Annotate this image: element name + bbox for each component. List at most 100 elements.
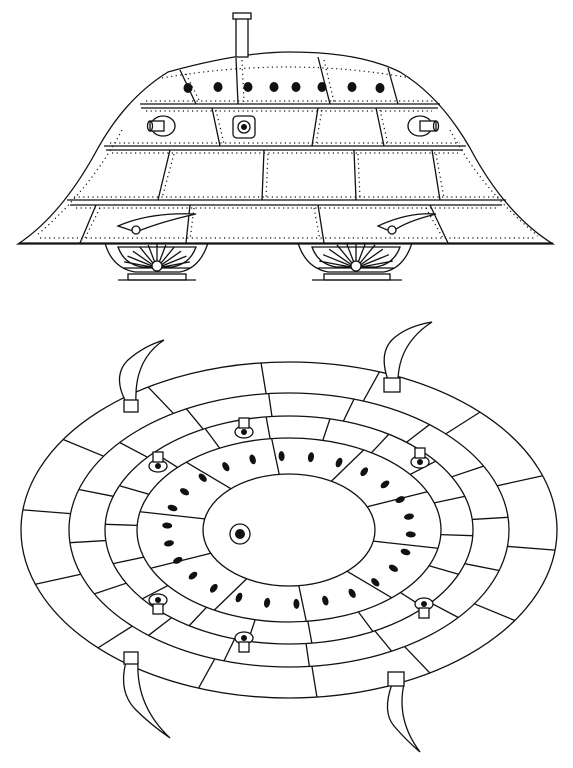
gun-mount	[148, 451, 168, 473]
plate-seam	[451, 465, 484, 478]
plate-seam	[430, 602, 459, 619]
side-portholes	[183, 82, 385, 93]
plate-seam	[267, 393, 273, 417]
plate-seam	[213, 578, 248, 611]
gun-port-right	[407, 115, 440, 137]
plate-seam	[374, 630, 393, 652]
porthole	[404, 513, 414, 520]
plate-seam	[434, 495, 465, 504]
plate-seam	[223, 638, 236, 662]
wheel-spokes	[123, 244, 191, 272]
porthole	[307, 452, 315, 463]
porthole	[198, 473, 207, 482]
plate-seam	[472, 516, 509, 521]
wheel-assembly-right	[297, 241, 413, 281]
gun-mount	[148, 593, 168, 615]
plan-scythe-bottom-right	[386, 671, 421, 753]
porthole	[347, 82, 357, 92]
plate-seam	[139, 511, 205, 520]
plate-seam	[307, 621, 313, 644]
plan-scythe-top-right	[383, 321, 433, 393]
gun-mount	[234, 631, 254, 653]
porthole	[375, 83, 385, 93]
plate-seam	[497, 475, 543, 487]
porthole	[388, 564, 398, 572]
porthole	[173, 556, 183, 564]
plate-seam	[105, 523, 138, 527]
side-scythe-right	[376, 213, 437, 235]
smokestack	[232, 12, 252, 58]
plate-joints	[79, 56, 449, 244]
gun-mount	[234, 417, 254, 439]
wheel-base-plate	[323, 273, 391, 281]
central-hatch	[229, 523, 251, 545]
side-elevation-view	[15, 12, 556, 281]
plate-seam	[330, 449, 365, 482]
rivet-rows	[35, 66, 539, 239]
plate-seam	[428, 565, 459, 575]
porthole	[263, 597, 271, 608]
porthole	[348, 588, 356, 598]
second-ring	[68, 392, 510, 668]
porthole	[360, 467, 369, 477]
third-ring	[104, 415, 474, 645]
gun-port-left	[146, 115, 176, 137]
porthole	[209, 583, 218, 593]
porthole	[371, 578, 380, 587]
plate-seam	[305, 643, 311, 667]
plate-seam	[440, 533, 473, 537]
plate-seam	[357, 611, 374, 632]
porthole	[188, 571, 198, 580]
porthole	[167, 504, 178, 512]
plate-seam	[197, 658, 216, 689]
wheel-base-plate	[127, 273, 187, 281]
plate-seam	[298, 585, 307, 622]
plate-seam	[69, 539, 106, 544]
plate-seam	[260, 362, 267, 394]
plate-seam	[362, 371, 381, 402]
plate-seam	[322, 418, 331, 441]
porthole	[269, 82, 279, 92]
plate-seam	[119, 441, 148, 458]
porthole	[335, 457, 343, 468]
plate-seam	[404, 646, 431, 674]
plate-seam	[373, 540, 439, 549]
plate-seam	[346, 570, 393, 599]
plate-seam	[62, 438, 104, 457]
porthole	[291, 82, 301, 92]
plate-seam	[371, 433, 390, 454]
outer-rim	[20, 361, 558, 699]
plate-seam	[94, 582, 127, 595]
plate-seam	[185, 408, 204, 430]
plate-seam	[113, 556, 144, 565]
plate-seam	[22, 509, 71, 515]
plate-seam	[188, 606, 207, 627]
porthole	[183, 83, 193, 93]
porthole	[235, 592, 243, 603]
plate-seam	[78, 488, 114, 497]
plate-seam	[35, 573, 81, 585]
porthole	[395, 496, 405, 504]
plan-portholes	[162, 451, 416, 609]
porthole	[249, 454, 256, 465]
porthole	[278, 451, 285, 462]
plan-scythe-bottom-left	[122, 651, 171, 739]
porthole	[162, 522, 173, 529]
porthole	[405, 531, 416, 538]
plate-seam	[185, 461, 232, 490]
porthole	[164, 540, 174, 547]
porthole	[293, 598, 300, 609]
gun-mount	[414, 597, 434, 619]
wheel-hub	[350, 260, 362, 272]
wheel-assembly-left	[104, 242, 209, 281]
plate-seam	[271, 438, 280, 475]
side-scythe-left	[116, 213, 197, 235]
gun-mount	[410, 447, 430, 469]
plate-seam	[445, 411, 481, 435]
plan-gun-mounts	[148, 417, 434, 653]
plate-seam	[97, 625, 133, 649]
wheel-hub	[151, 260, 163, 272]
plate-seam	[464, 563, 500, 572]
